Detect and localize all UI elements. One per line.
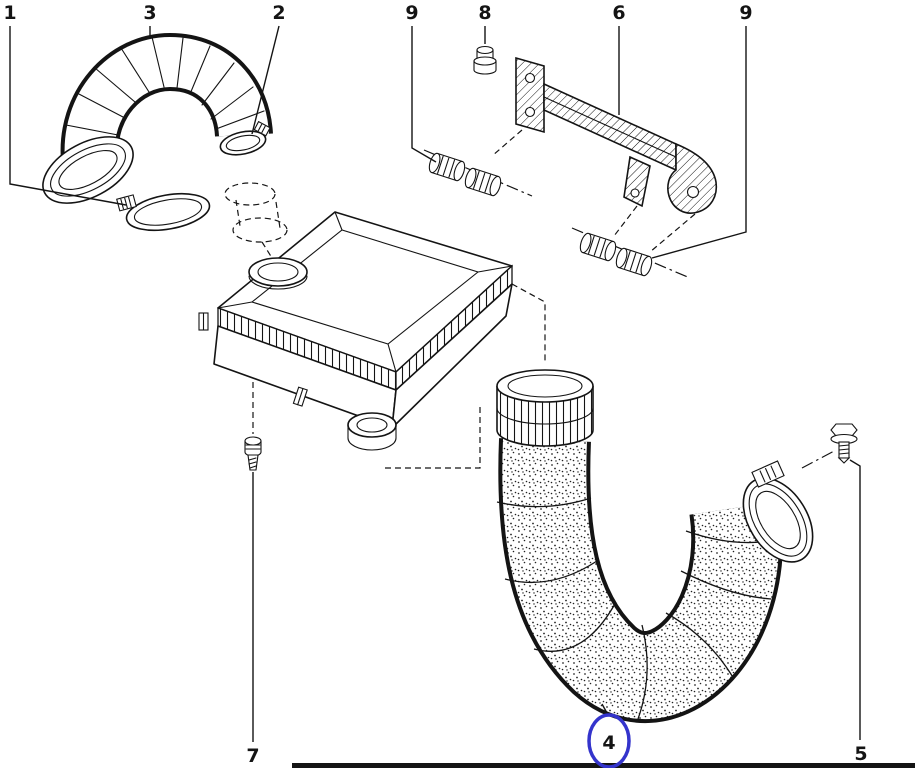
bracket-left-tab (515, 56, 545, 134)
bracket-hole-4 (686, 185, 700, 199)
callout-2-leader (251, 25, 280, 135)
construction-bracket-mid (613, 205, 638, 237)
bracket-hole-1 (524, 72, 536, 84)
part-3-corrugated-intake-hose (42, 32, 273, 204)
callout-9-left[interactable]: 9 (405, 2, 437, 163)
bolt-tip (837, 457, 851, 464)
callout-7-label[interactable]: 7 (246, 745, 259, 767)
air-filter-housing (198, 211, 513, 451)
callout-5[interactable]: 5 (849, 459, 868, 765)
callout-9-left-label[interactable]: 9 (405, 2, 418, 24)
part-6-mounting-bracket (515, 56, 718, 214)
duct-body-stippled (502, 438, 780, 719)
housing-inlet-port (248, 257, 308, 290)
callout-5-label[interactable]: 5 (854, 743, 867, 765)
callout-1-leader (9, 26, 127, 206)
callout-9-right[interactable]: 9 (651, 2, 753, 259)
callout-9-left-leader (411, 26, 437, 163)
construction-bracket-right (649, 213, 696, 253)
flange-clamp-fitting (751, 460, 785, 488)
bracket-beam-edge (543, 96, 677, 158)
duct-top-collar (496, 369, 594, 447)
callout-8[interactable]: 8 (478, 2, 492, 44)
housing-clip-front (292, 386, 308, 407)
callout-3[interactable]: 3 (143, 2, 157, 36)
highlight-ellipse (587, 713, 631, 768)
hose-mouth (42, 136, 134, 204)
callout-9-right-label[interactable]: 9 (739, 2, 752, 24)
part-9-bushings-lower (571, 227, 691, 279)
part-5-flange-bolt (830, 423, 858, 464)
part-9-bushings-upper (423, 149, 533, 197)
bracket-middle-arm (623, 155, 651, 208)
callout-8-label[interactable]: 8 (478, 2, 491, 24)
part-8-grommet (473, 45, 497, 75)
housing-clip-left (198, 312, 209, 331)
part-2-hose-clamp (219, 120, 271, 156)
callout-6-label[interactable]: 6 (612, 2, 625, 24)
callout-3-label[interactable]: 3 (143, 2, 156, 24)
hose-corrugation-ribs (65, 36, 265, 136)
housing-outlet-spout (347, 412, 397, 451)
clamp2-screw-housing (253, 120, 271, 137)
bolt-threads (838, 444, 850, 455)
bracket-hole-2 (524, 106, 536, 118)
construction-bracket-left (491, 129, 523, 157)
callout-4[interactable]: 4 (587, 703, 631, 768)
callout-7[interactable]: 7 (246, 472, 260, 767)
part-4-corrugated-air-duct (496, 369, 837, 723)
callout-1-label[interactable]: 1 (3, 2, 16, 24)
callout-9-right-leader (651, 26, 747, 259)
callout-4-leader (601, 703, 608, 714)
construction-duct-link (511, 283, 546, 364)
construction-open-rect (385, 403, 481, 469)
callout-2[interactable]: 2 (251, 2, 286, 135)
duct-end-flange (742, 460, 814, 563)
bracket-hole-3 (630, 188, 640, 198)
callout-6[interactable]: 6 (612, 2, 626, 115)
housing-lid-bevels (217, 211, 513, 373)
callout-4-label[interactable]: 4 (602, 732, 615, 754)
part-1-hose-clamp-ring (116, 192, 211, 232)
housing-base-right (391, 283, 513, 429)
callout-2-label[interactable]: 2 (272, 2, 285, 24)
part-7-mounting-stud (244, 436, 262, 471)
gasket-alignment-dashes (224, 182, 288, 259)
callout-5-leader (849, 459, 861, 740)
callout-1[interactable]: 1 (3, 2, 127, 206)
bolt-axis-line (801, 449, 837, 469)
duct-segment-seams (496, 497, 781, 720)
construction-lines (252, 129, 696, 469)
hose-body (64, 36, 269, 163)
bracket-right-foot (667, 142, 718, 214)
